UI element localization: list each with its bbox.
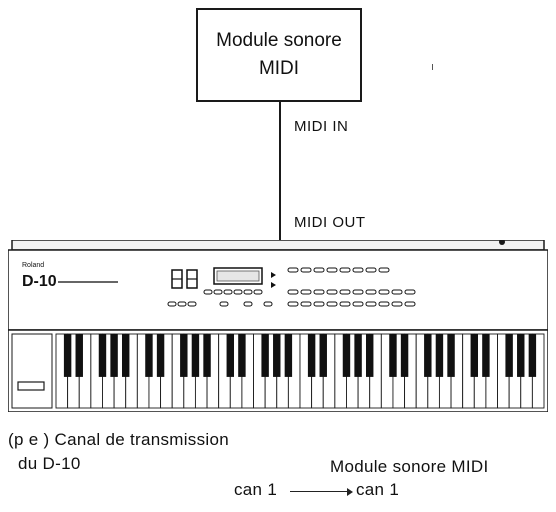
panel-button bbox=[223, 289, 233, 295]
channel-arrow-head-icon bbox=[347, 488, 353, 496]
black-key bbox=[447, 334, 455, 377]
black-key bbox=[261, 334, 269, 377]
control-panel bbox=[8, 249, 548, 331]
black-key bbox=[203, 334, 211, 377]
panel-button bbox=[300, 301, 312, 307]
panel-button bbox=[253, 289, 263, 295]
panel-button bbox=[203, 289, 213, 295]
panel-button bbox=[365, 301, 377, 307]
panel-button bbox=[365, 267, 377, 273]
black-key bbox=[307, 334, 316, 377]
panel-button bbox=[177, 301, 187, 307]
panel-button bbox=[219, 301, 229, 307]
panel-button bbox=[391, 301, 403, 307]
model-logo: D-10 bbox=[22, 273, 57, 290]
panel-button bbox=[263, 301, 273, 307]
panel-button bbox=[326, 301, 338, 307]
black-key bbox=[238, 334, 246, 377]
keys bbox=[55, 333, 545, 409]
midi-jack-icon bbox=[499, 240, 505, 245]
bender-area bbox=[11, 333, 53, 409]
panel-button bbox=[287, 301, 299, 307]
panel-button bbox=[233, 289, 243, 295]
black-key bbox=[226, 334, 235, 377]
panel-button bbox=[339, 301, 351, 307]
panel-buttons bbox=[167, 267, 416, 307]
panel-button bbox=[326, 289, 338, 295]
midi-sound-module-box: Module sonore MIDI bbox=[196, 8, 362, 102]
module-box-line1: Module sonore bbox=[216, 30, 342, 51]
caption-receiver-label: Module sonore MIDI bbox=[330, 457, 489, 476]
channel-connection-line bbox=[290, 491, 350, 492]
panel-button bbox=[300, 289, 312, 295]
midi-cable bbox=[279, 102, 281, 242]
panel-button bbox=[352, 289, 364, 295]
panel-button bbox=[187, 301, 197, 307]
brand-logo: Roland bbox=[22, 262, 44, 269]
black-key bbox=[354, 334, 362, 377]
panel-button bbox=[404, 301, 416, 307]
caption-example-line1: (p e ) Canal de transmission bbox=[8, 430, 229, 449]
black-key bbox=[98, 334, 107, 377]
caption-channel-left: can 1 bbox=[234, 480, 278, 499]
d10-synthesizer-illustration: Roland D-10 bbox=[8, 240, 548, 412]
panel-button bbox=[365, 289, 377, 295]
black-key bbox=[435, 334, 444, 377]
panel-button bbox=[243, 289, 253, 295]
panel-button bbox=[378, 301, 390, 307]
panel-button bbox=[391, 289, 403, 295]
panel-button bbox=[167, 301, 177, 307]
lcd-screen bbox=[213, 267, 263, 285]
black-key bbox=[75, 334, 83, 377]
black-key bbox=[400, 334, 409, 377]
panel-button bbox=[352, 301, 364, 307]
panel-button bbox=[378, 289, 390, 295]
caption-example-line2: du D-10 bbox=[18, 454, 81, 473]
panel-button bbox=[287, 289, 299, 295]
black-key bbox=[528, 334, 537, 377]
panel-button bbox=[339, 267, 351, 273]
black-key bbox=[63, 334, 72, 377]
midi-out-label: MIDI OUT bbox=[294, 214, 366, 231]
caption-channel-right: can 1 bbox=[356, 480, 400, 499]
black-key bbox=[191, 334, 200, 377]
black-key bbox=[424, 334, 432, 377]
panel-button bbox=[352, 267, 364, 273]
panel-button bbox=[213, 289, 223, 295]
panel-button bbox=[404, 289, 416, 295]
bender-lever bbox=[17, 381, 45, 391]
panel-button bbox=[313, 289, 325, 295]
black-key bbox=[319, 334, 327, 377]
panel-button bbox=[326, 267, 338, 273]
panel-button bbox=[339, 289, 351, 295]
panel-button bbox=[313, 267, 325, 273]
black-key bbox=[273, 334, 281, 377]
black-key bbox=[365, 334, 374, 377]
panel-button bbox=[378, 267, 390, 273]
black-key bbox=[342, 334, 351, 377]
panel-button bbox=[243, 301, 253, 307]
black-key bbox=[505, 334, 513, 377]
module-box-line2: MIDI bbox=[258, 58, 300, 79]
black-key bbox=[284, 334, 293, 377]
black-key bbox=[121, 334, 130, 377]
black-key bbox=[180, 334, 188, 377]
scan-speck bbox=[432, 64, 433, 70]
panel-button bbox=[287, 267, 299, 273]
black-key bbox=[156, 334, 165, 377]
black-key bbox=[110, 334, 118, 377]
black-key bbox=[517, 334, 525, 377]
panel-button bbox=[300, 267, 312, 273]
black-key bbox=[145, 334, 153, 377]
black-key bbox=[482, 334, 490, 377]
midi-in-label: MIDI IN bbox=[294, 118, 349, 135]
black-key bbox=[470, 334, 479, 377]
keyboard-drawing: Roland D-10 bbox=[8, 240, 548, 412]
panel-button bbox=[313, 301, 325, 307]
black-key bbox=[389, 334, 397, 377]
